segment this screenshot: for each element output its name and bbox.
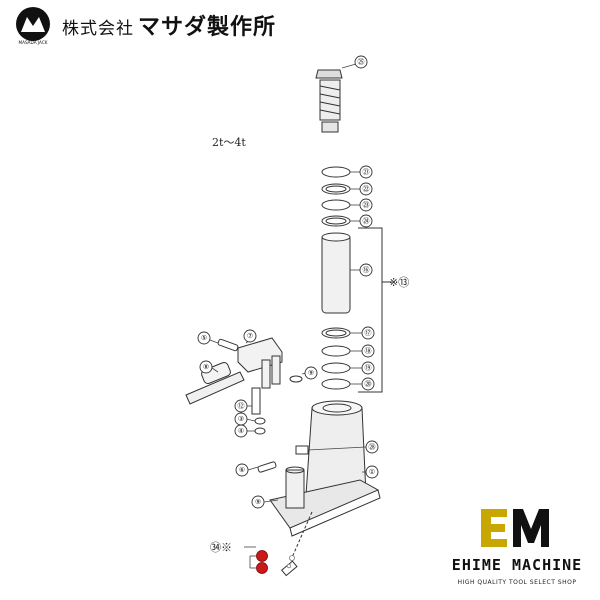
highlight-part-1 (256, 550, 268, 562)
part-label-17: ⑰ (365, 329, 372, 337)
capacity-label: 2t～4t (212, 136, 246, 149)
pin-12 (251, 387, 261, 415)
ring-4 (254, 427, 266, 435)
part-label-24: ㉔ (363, 217, 370, 225)
part-label-8: ⑧ (203, 363, 209, 371)
release-valve (281, 560, 298, 577)
kit-label-13: ※⑬ (389, 276, 409, 289)
top-screw-base (321, 121, 339, 133)
kit-13-bracket (358, 227, 383, 393)
header: MASADA JACK 株式会社マサダ製作所 (0, 0, 600, 48)
part-label-5: ⑤ (201, 334, 207, 342)
part-label-18: ⑱ (365, 347, 372, 355)
ring-9 (289, 375, 303, 383)
brand-tagline: HIGH QUALITY TOOL SELECT SHOP (457, 579, 577, 586)
masada-logo: MASADA JACK (16, 7, 50, 45)
top-screw-body (319, 79, 341, 121)
handle-socket-7 (237, 337, 283, 373)
screw-28 (295, 445, 309, 455)
handle-8 (185, 371, 245, 405)
part-label-16: ⑯ (363, 266, 370, 274)
top-screw-cap (315, 69, 343, 79)
ring-21 (321, 166, 351, 178)
part-label-4: ④ (238, 427, 244, 435)
part-label-9b: ⑨ (255, 498, 261, 506)
exploded-parts-diagram: ㉕ ㉑ ㉒ ㉓ ㉔ ⑯ ⑰ ⑱ ⑲ ⑳ ⑤ ⑦ ⑧ ⑨ ⑫ ③ ④ ㉘ ① ⑥ … (185, 55, 409, 577)
part-label-28: ㉘ (369, 443, 376, 451)
company-prefix: 株式会社 (62, 19, 134, 39)
em-logo-icon (481, 509, 549, 547)
company-name: 株式会社マサダ製作所 (62, 9, 276, 41)
ram-cylinder-16 (321, 234, 351, 314)
part-label-1: ① (369, 468, 375, 476)
part-label-3: ③ (238, 415, 244, 423)
part-label-22: ㉒ (363, 185, 370, 193)
ring-20 (321, 378, 351, 390)
part-label-23: ㉓ (363, 201, 370, 209)
part-label-21: ㉑ (363, 168, 370, 176)
highlight-part-2 (256, 562, 268, 574)
pump-cylinder (285, 469, 305, 509)
ring-18 (321, 345, 351, 357)
part-label-25: ㉕ (358, 58, 365, 66)
ring-19 (321, 362, 351, 374)
kit-label-34: ㉞※ (210, 541, 232, 554)
ehime-machine-brand: EHIME MACHINE HIGH QUALITY TOOL SELECT S… (437, 505, 597, 595)
ring-3 (254, 417, 266, 425)
ring-23 (321, 199, 351, 211)
part-label-20: ⑳ (365, 380, 372, 388)
logo-text: MASADA JACK (18, 40, 47, 45)
company-main-name: マサダ製作所 (138, 15, 277, 40)
part-label-9: ⑨ (308, 369, 314, 377)
part-label-7: ⑦ (247, 332, 253, 340)
pin-5 (217, 338, 239, 352)
brand-name: EHIME MACHINE (451, 556, 583, 574)
part-label-19: ⑲ (365, 364, 372, 372)
part-label-12: ⑫ (238, 402, 245, 410)
pin-6 (257, 461, 277, 473)
part-label-6: ⑥ (239, 466, 245, 474)
